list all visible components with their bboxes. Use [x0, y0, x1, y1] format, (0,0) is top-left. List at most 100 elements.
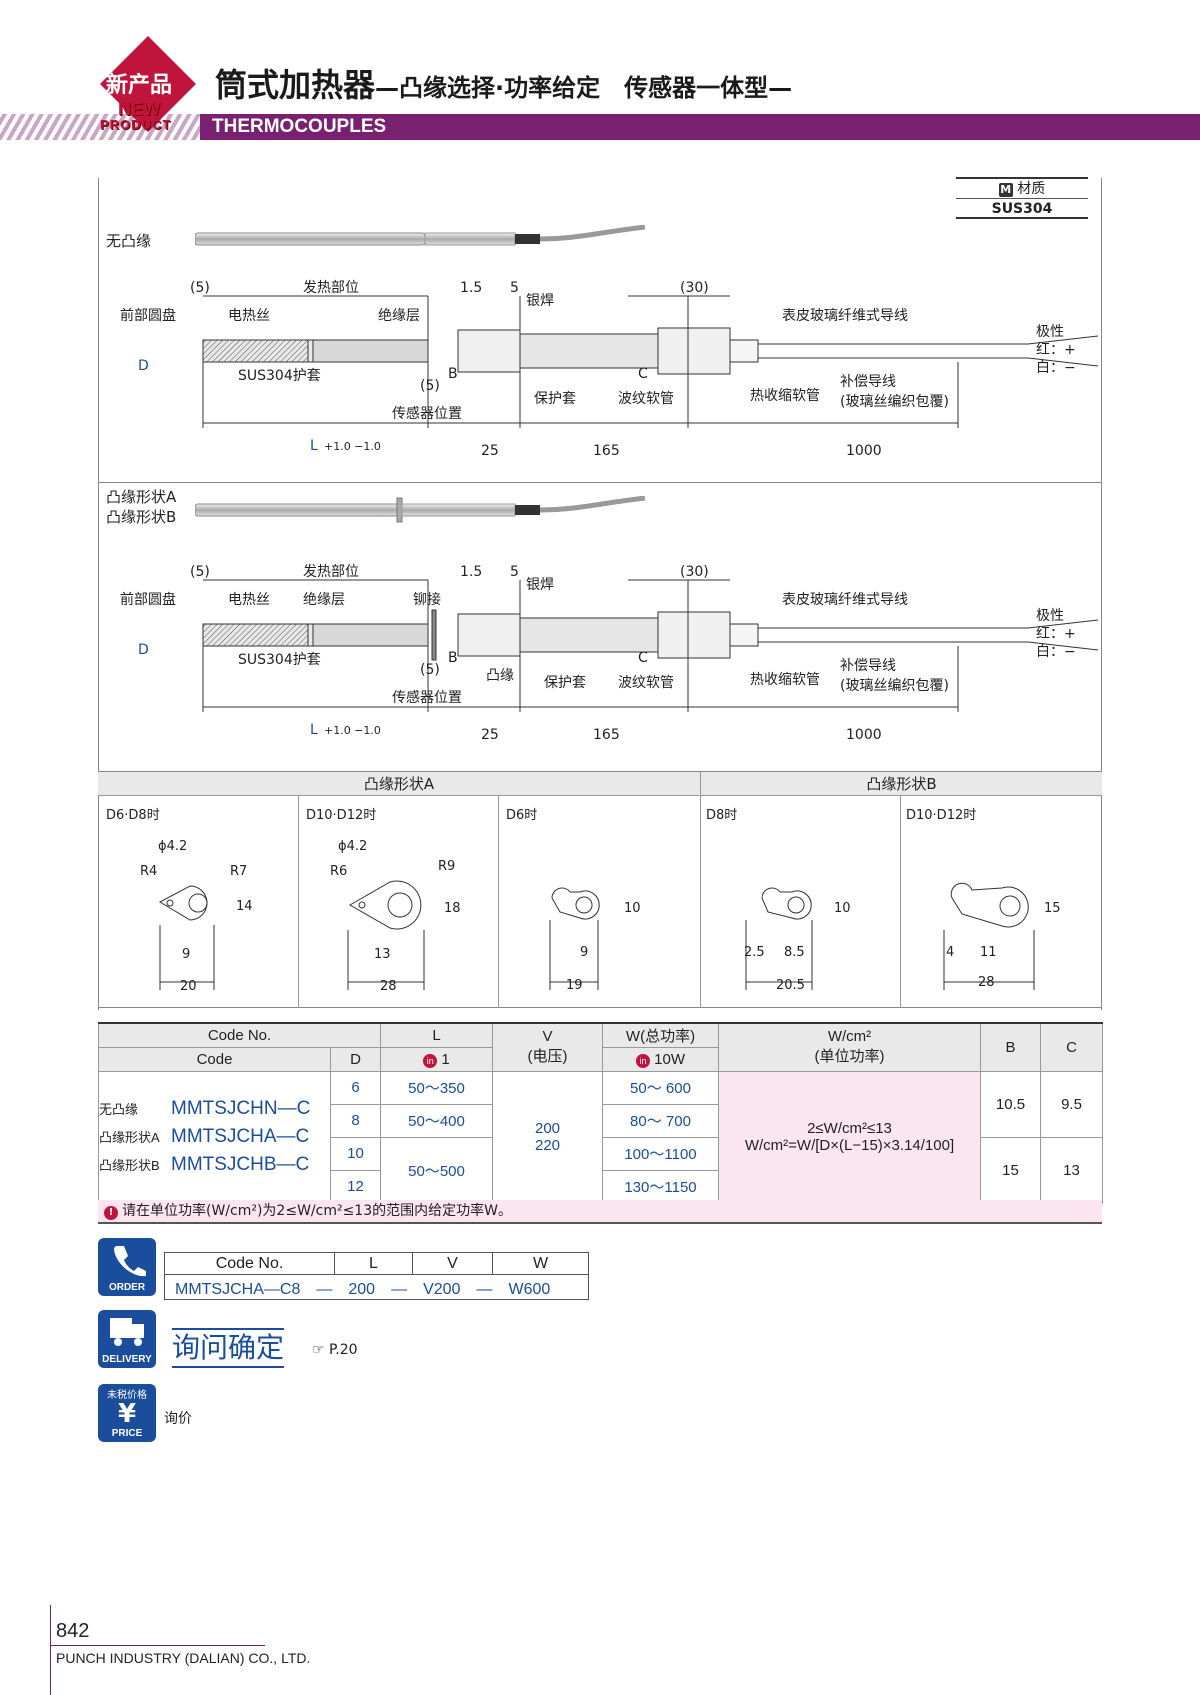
d1-polarity: 极性 — [1036, 324, 1064, 340]
material-value: SUS304 — [991, 201, 1053, 217]
d2-dim-25: 25 — [481, 727, 499, 743]
d2-heating-part: 发热部位 — [303, 564, 359, 580]
d2-dim-5c: (5) — [420, 662, 440, 678]
flange-cell-4-title: D8时 — [706, 808, 738, 823]
spec-table: Code No. L V(电压) W(总功率) W/cm²(单位功率) B C … — [98, 1022, 1103, 1204]
flange-a-small: ϕ4.2 R4 R7 14 9 20 — [140, 839, 253, 994]
flange-1-h: 14 — [236, 899, 253, 914]
d1-dim-5c: (5) — [420, 378, 440, 394]
d2-heater-wire: 电热丝 — [228, 592, 270, 608]
d1-white: 白：− — [1036, 360, 1076, 376]
d1-c-label: C — [638, 366, 648, 382]
code-nonflange: MMTSJCHN—C — [171, 1098, 311, 1119]
d1-silver-weld: 银焊 — [526, 293, 554, 309]
divider-2 — [98, 771, 1102, 772]
th-v: V(电压) — [492, 1022, 603, 1072]
d2-lead: 表皮玻璃纤维式导线 — [782, 591, 908, 608]
badge-new-text: NEW PRODUCT — [100, 99, 172, 132]
price-icon: 未税价格 ¥ PRICE — [98, 1384, 156, 1442]
flange-b-d8: 10 2.5 8.5 20.5 — [744, 887, 851, 993]
flange-2-r2: R9 — [438, 859, 455, 874]
d-10: 10 — [330, 1136, 381, 1171]
d1-heater-wire: 电热丝 — [228, 308, 270, 324]
d2-sus-sleeve: SUS304护套 — [238, 652, 321, 668]
flange-cell-5-title: D10·D12时 — [906, 808, 977, 823]
material-icon: M — [998, 183, 1013, 197]
d1-insulation: 绝缘层 — [378, 308, 420, 324]
th-wcm: W/cm²(单位功率) — [718, 1022, 981, 1072]
d2-flange: 凸缘 — [486, 668, 514, 684]
d2-dim-1000: 1000 — [846, 727, 882, 743]
w-range-3: 100～1100 — [602, 1136, 719, 1171]
d1-l-tol: +1.0 −1.0 — [324, 440, 381, 453]
header-stripes — [0, 114, 200, 140]
d1-l-label: L — [310, 438, 318, 454]
d2-dim-5: (5) — [190, 564, 210, 580]
d2-dim-15: 1.5 — [460, 564, 482, 580]
flange-5-w0: 4 — [946, 945, 954, 960]
flange-3-w1: 9 — [580, 945, 588, 960]
d2-corrugated: 波纹软管 — [618, 675, 674, 691]
divider-1 — [98, 482, 1102, 483]
d1-dim-165: 165 — [593, 443, 620, 459]
b-2: 15 — [980, 1136, 1041, 1204]
th-d: D — [330, 1046, 381, 1072]
section-flange-a: 凸缘形状A — [106, 488, 177, 506]
d1-red: 红：+ — [1036, 342, 1076, 358]
order-icon: ORDER — [98, 1238, 156, 1296]
flange-1-w2: 20 — [180, 979, 197, 994]
d2-dim-30: (30) — [680, 564, 709, 580]
flange-5-w1: 11 — [980, 945, 997, 960]
material-label: 材质 — [1017, 181, 1046, 197]
flange-4-h: 10 — [834, 901, 851, 916]
drawing-flange: (5) 发热部位 1.5 5 银焊 (30) 前部圆盘 电热丝 绝缘层 铆接 表… — [120, 564, 1099, 743]
d1-lead: 表皮玻璃纤维式导线 — [782, 307, 908, 324]
d2-dim-5b: 5 — [510, 564, 519, 580]
delivery-ref: ☞ P.20 — [312, 1342, 358, 1358]
flange-b-d6: 10 9 19 — [549, 887, 641, 993]
d2-heat-shrink: 热收缩软管 — [750, 672, 820, 688]
d1-dim-30: (30) — [680, 280, 709, 296]
flange-2-w1: 13 — [374, 947, 391, 962]
d1-dim-15: 1.5 — [460, 280, 482, 296]
d1-heating-part: 发热部位 — [303, 280, 359, 296]
c-2: 13 — [1040, 1136, 1103, 1204]
code-flange-a: MMTSJCHA—C — [171, 1126, 310, 1147]
l-range-1: 50～350 — [380, 1070, 493, 1105]
d2-silver-weld: 银焊 — [526, 577, 554, 593]
w-range-1: 50～ 600 — [602, 1070, 719, 1105]
header-bar — [200, 114, 1200, 140]
th-b: B — [980, 1022, 1041, 1072]
flange-3-w2: 19 — [566, 978, 583, 993]
page-number: 842 — [56, 1620, 90, 1642]
d2-polarity: 极性 — [1036, 608, 1064, 624]
d2-c-label: C — [638, 650, 648, 666]
flange-1-r2: R7 — [230, 864, 247, 879]
th-code: Code — [98, 1046, 331, 1072]
flange-2-phi: ϕ4.2 — [338, 839, 367, 854]
b-1: 10.5 — [980, 1070, 1041, 1138]
footer-vline — [50, 1605, 51, 1695]
new-product-badge — [100, 36, 196, 132]
flange-2-w2: 28 — [380, 979, 397, 994]
d1-dim-1000: 1000 — [846, 443, 882, 459]
company-name: PUNCH INDUSTRY (DALIAN) CO., LTD. — [56, 1650, 311, 1666]
flange-header-b: 凸缘形状B — [700, 772, 1102, 796]
spec-note: !请在单位功率(W/cm²)为2≤W/cm²≤13的范围内给定功率W。 — [98, 1200, 1102, 1224]
flange-5-h: 15 — [1044, 901, 1061, 916]
d1-b-label: B — [448, 366, 458, 382]
d1-d-label: D — [138, 358, 149, 374]
d2-comp-lead-2: (玻璃丝编织包覆) — [840, 677, 949, 694]
drawing-no-flange: (5) 发热部位 1.5 5 银焊 (30) 前部圆盘 电热丝 绝缘层 表皮玻璃… — [120, 280, 1099, 459]
order-h-code: Code No. — [164, 1252, 335, 1275]
th-w: W(总功率) — [602, 1022, 719, 1048]
flange-header-a: 凸缘形状A — [98, 772, 700, 796]
flange-cell-3-title: D6时 — [506, 808, 538, 823]
w-range-4: 130～1150 — [602, 1169, 719, 1204]
d1-comp-lead-2: (玻璃丝编织包覆) — [840, 393, 949, 410]
w-range-2: 80～ 700 — [602, 1103, 719, 1138]
d1-heat-shrink: 热收缩软管 — [750, 388, 820, 404]
flange-4-w0: 2.5 — [744, 945, 765, 960]
